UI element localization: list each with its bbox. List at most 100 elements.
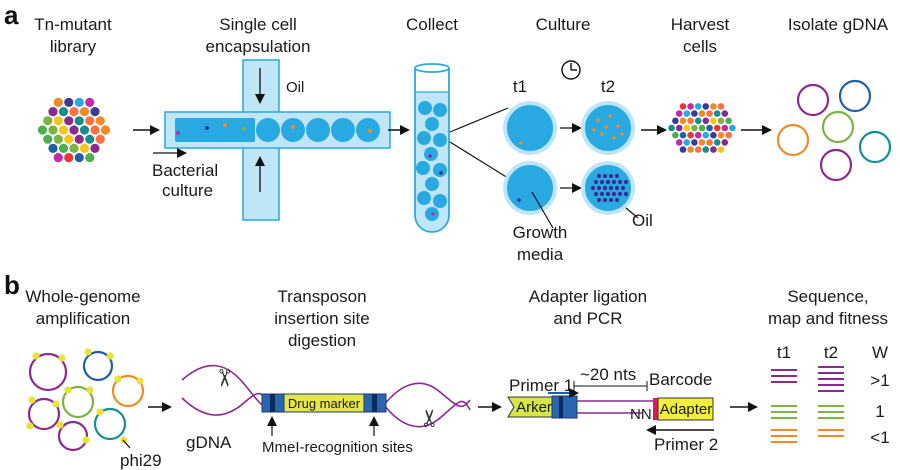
oil-pointer bbox=[625, 207, 639, 219]
step-b2-line3: digestion bbox=[288, 331, 356, 350]
mutant-cell bbox=[53, 116, 63, 126]
harvested-cell bbox=[679, 146, 687, 153]
cell bbox=[616, 124, 620, 128]
step-b4-line2: map and fitness bbox=[768, 309, 888, 328]
mutant-cell bbox=[48, 143, 58, 153]
mutant-cell bbox=[100, 125, 111, 135]
step-b2-line1: Transposon bbox=[277, 287, 366, 306]
cell bbox=[608, 173, 614, 179]
harvested-cell bbox=[694, 131, 702, 139]
mmei-label: MmeI-recognition sites bbox=[262, 439, 413, 456]
harvested-cell bbox=[721, 124, 729, 132]
cell bbox=[604, 125, 608, 129]
harvested-cell bbox=[717, 117, 725, 125]
phi29-label: phi29 bbox=[120, 451, 162, 470]
read-bars bbox=[771, 366, 844, 443]
growth-pointer bbox=[531, 191, 554, 229]
cell bbox=[592, 128, 596, 132]
cell bbox=[623, 191, 629, 197]
mutant-cell bbox=[85, 97, 95, 107]
droplet bbox=[281, 118, 305, 142]
svg-text:✂: ✂ bbox=[210, 368, 238, 388]
phi29-enzyme bbox=[120, 436, 128, 444]
cell bbox=[593, 191, 599, 197]
harvested-cell bbox=[729, 124, 736, 132]
scissors-icon: ✂ bbox=[210, 368, 238, 388]
droplet bbox=[256, 118, 280, 142]
harvested-cell bbox=[691, 110, 698, 117]
panel-a-letter: a bbox=[4, 0, 19, 30]
droplet-t2-top bbox=[581, 101, 635, 155]
harvested-cell bbox=[694, 117, 702, 125]
mutant-cell bbox=[90, 143, 100, 153]
harvested-cell bbox=[679, 103, 687, 110]
cell bbox=[611, 191, 617, 197]
mutant-cell bbox=[53, 134, 63, 144]
cell bbox=[614, 185, 620, 191]
mutant-cell bbox=[58, 125, 69, 135]
harvested-cell bbox=[675, 124, 683, 132]
harvested-cell bbox=[679, 117, 687, 125]
harvested-cell bbox=[698, 110, 706, 117]
cell bbox=[617, 179, 623, 185]
mutant-cell bbox=[79, 107, 90, 117]
t2-bottom-cells bbox=[590, 173, 629, 203]
cell bbox=[596, 197, 602, 203]
zoom-line bbox=[449, 141, 509, 179]
harvested-cell bbox=[717, 131, 725, 139]
harvested-cell bbox=[675, 139, 683, 146]
phi29-enzyme bbox=[56, 421, 64, 429]
collection-tube bbox=[414, 63, 450, 233]
mutant-cell bbox=[69, 107, 79, 117]
cell bbox=[596, 185, 602, 191]
cell bbox=[605, 179, 611, 185]
cell bbox=[602, 173, 608, 179]
harvested-cell bbox=[672, 117, 679, 125]
cell bbox=[608, 114, 612, 118]
harvested-cell bbox=[713, 110, 721, 117]
mutant-cell bbox=[43, 134, 53, 144]
cell bbox=[602, 197, 608, 203]
cell bbox=[596, 118, 600, 122]
harvested-cell bbox=[702, 117, 710, 125]
amplified-genomes bbox=[27, 350, 145, 452]
phi29-enzyme bbox=[26, 422, 34, 430]
step-b3-line2: and PCR bbox=[554, 309, 623, 328]
drug-marker-label: Drug marker bbox=[288, 396, 361, 411]
harvested-cell bbox=[706, 139, 713, 146]
bacterial-label: Bacterial bbox=[152, 161, 218, 180]
primer2-label: Primer 2 bbox=[654, 435, 718, 454]
mutant-cell bbox=[90, 125, 100, 135]
culture-label: culture bbox=[162, 181, 213, 200]
phi29-enzyme bbox=[106, 352, 114, 360]
mutant-cell bbox=[48, 125, 58, 135]
droplet bbox=[331, 118, 355, 142]
harvested-cell bbox=[702, 131, 710, 139]
growth-label: Growth bbox=[513, 223, 568, 242]
harvested-cell bbox=[683, 110, 691, 117]
cell bbox=[599, 179, 605, 185]
harvested-cell bbox=[710, 131, 717, 139]
cell bbox=[614, 197, 620, 203]
mutant-cell bbox=[64, 97, 74, 107]
mutant-cell bbox=[58, 107, 69, 117]
cell bbox=[614, 173, 620, 179]
media-label: media bbox=[517, 245, 564, 264]
cell bbox=[611, 179, 617, 185]
mutant-cell bbox=[64, 134, 74, 144]
t2-label-b: t2 bbox=[824, 343, 838, 362]
harvested-cell bbox=[694, 103, 702, 110]
harvested-cell bbox=[713, 139, 721, 146]
harvested-cell bbox=[698, 139, 706, 146]
cell bbox=[608, 185, 614, 191]
harvested-cell bbox=[668, 124, 675, 132]
nn-label: NN bbox=[630, 406, 652, 423]
harvested-cell bbox=[713, 124, 721, 132]
phi29-polymerases bbox=[26, 348, 144, 444]
harvested-cell bbox=[698, 124, 706, 132]
cell bbox=[617, 191, 623, 197]
droplet bbox=[356, 118, 380, 142]
droplet-t1-top bbox=[503, 101, 557, 155]
mutant-cell bbox=[58, 143, 69, 153]
gdna-rings bbox=[776, 79, 892, 182]
